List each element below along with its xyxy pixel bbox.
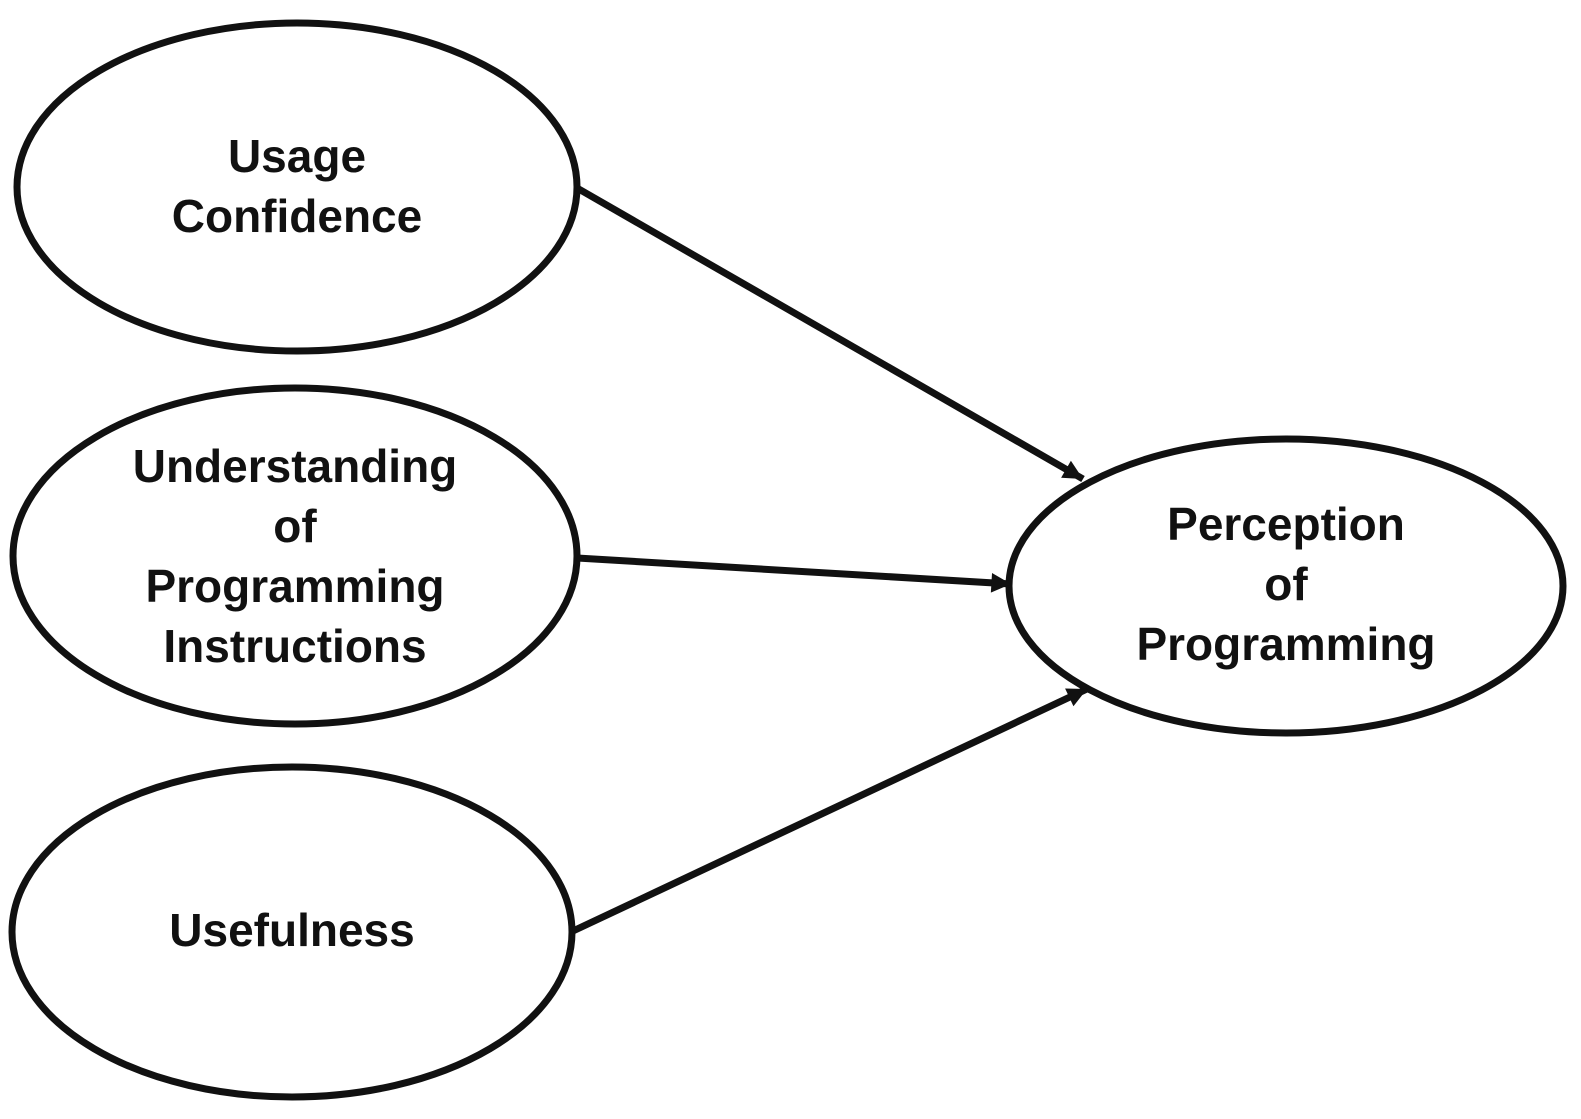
node-usefulness-label: Usefulness <box>169 904 415 956</box>
edge-usage-confidence-to-perception <box>575 184 1085 483</box>
edge-usefulness-to-perception <box>571 685 1089 935</box>
node-understanding-of-programming-instructions-shape <box>9 384 581 728</box>
node-usage-confidence-label: Usage Confidence <box>171 130 423 242</box>
node-usage-confidence-shape <box>13 19 581 355</box>
edge-understanding-to-perception <box>576 554 1012 593</box>
node-usefulness-shape <box>8 763 576 1101</box>
node-perception-of-programming-label: Perception of Programming <box>1136 498 1436 670</box>
node-understanding-of-programming-instructions-label: Understanding of Programming Instruction… <box>132 440 458 672</box>
